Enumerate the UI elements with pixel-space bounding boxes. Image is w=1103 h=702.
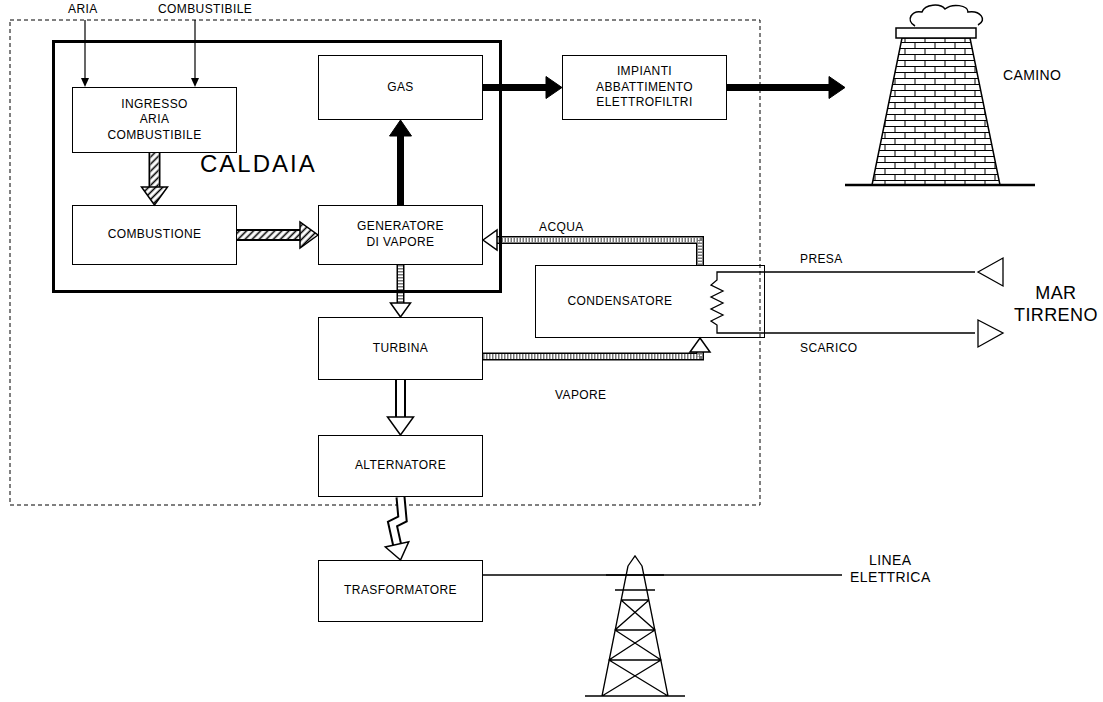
sea-label: MAR TIRRENO [1014, 283, 1098, 326]
ground-line [845, 184, 1035, 187]
flow-arrow [390, 120, 412, 205]
flow-arrow [727, 77, 845, 99]
flow-arrow [483, 230, 700, 265]
arrow-shaft [491, 240, 700, 265]
fuel-inlet-line [194, 20, 195, 80]
smoke [910, 5, 982, 26]
fuel-inlet-head [191, 78, 199, 87]
pipe-label: PRESA [800, 252, 843, 266]
flow-label: VAPORE [553, 388, 609, 402]
flow-arrow [388, 380, 414, 435]
discharge-triangle [978, 320, 1003, 347]
inlet-label: ARIA [68, 2, 98, 16]
box-label: CONDENSATORE [567, 294, 672, 310]
arrow-head [142, 187, 168, 205]
line-label: LINEA ELETTRICA [850, 552, 931, 586]
inlet-label: COMBUSTIBILE [158, 2, 252, 16]
arrow-head [390, 120, 412, 136]
flow-arrow [237, 222, 318, 248]
air-inlet-head [81, 78, 89, 87]
arrow-head [388, 417, 414, 435]
cooling-coil [711, 272, 975, 333]
boiler-frame: CALDAIA INGRESSO ARIA COMBUSTIBILE GAS COMB… [52, 40, 502, 293]
arrow-shaft [727, 84, 835, 91]
flow-label: ACQUA [537, 220, 586, 234]
arrow-shaft [483, 84, 552, 91]
flow-arrow [142, 153, 168, 205]
arrow-shaft [483, 346, 700, 356]
arrow-shaft [398, 265, 403, 309]
arrow-shaft [398, 265, 403, 309]
intake-triangle [978, 258, 1003, 286]
arrow-shaft [491, 240, 700, 265]
process-box: IMPIANTI ABBATTIMENTO ELETTROFILTRI [562, 55, 727, 120]
arrow-head [483, 230, 497, 250]
box-label: TRASFORMATORE [344, 583, 457, 599]
chimney-label: CAMINO [1003, 66, 1061, 84]
box-label: GAS [387, 80, 414, 96]
plant-boundary [10, 20, 760, 505]
chimney-cap [896, 28, 976, 38]
box-label: COMBUSTIONE [108, 227, 202, 243]
process-box: CONDENSATORE [535, 265, 765, 338]
arrow-shaft [393, 497, 403, 551]
arrow-head [300, 222, 318, 248]
chimney-stack [872, 38, 1000, 185]
chimney-area: CAMINO [845, 0, 1095, 190]
box-label: TURBINA [373, 341, 428, 357]
arrow-head [391, 303, 411, 317]
arrow-shaft [237, 229, 307, 241]
arrow-head [690, 338, 710, 352]
process-box: INGRESSO ARIA COMBUSTIBILE [72, 87, 237, 153]
arrow-shaft [237, 231, 307, 239]
box-label: GENERATORE DI VAPORE [357, 219, 444, 250]
process-box: TRASFORMATORE [318, 560, 483, 622]
flow-arrow [483, 338, 710, 357]
box-label: INGRESSO ARIA COMBUSTIBILE [107, 97, 201, 144]
arrow-shaft [397, 130, 404, 205]
process-box: COMBUSTIONE [72, 205, 237, 265]
process-box: GAS [318, 55, 483, 120]
arrow-shaft [393, 497, 403, 551]
arrow-head [546, 77, 562, 99]
box-label: ALTERNATORE [355, 458, 446, 474]
group-title: CALDAIA [200, 150, 317, 179]
process-box: GENERATORE DI VAPORE [318, 205, 483, 265]
process-box: ALTERNATORE [318, 435, 483, 497]
arrow-head [829, 77, 845, 99]
arrow-head [385, 542, 408, 560]
box-label: IMPIANTI ABBATTIMENTO ELETTROFILTRI [596, 64, 693, 111]
pipe-label: SCARICO [800, 341, 857, 355]
arrow-shaft [491, 240, 700, 265]
flow-arrow [385, 497, 408, 560]
arrow-shaft [237, 231, 307, 239]
arrow-shaft [483, 346, 700, 356]
air-inlet-line [84, 20, 85, 80]
pylon [585, 556, 685, 696]
arrow-shaft [483, 346, 700, 356]
flow-arrow [483, 77, 562, 99]
arrow-shaft [397, 265, 405, 309]
process-box: TURBINA [318, 317, 483, 380]
